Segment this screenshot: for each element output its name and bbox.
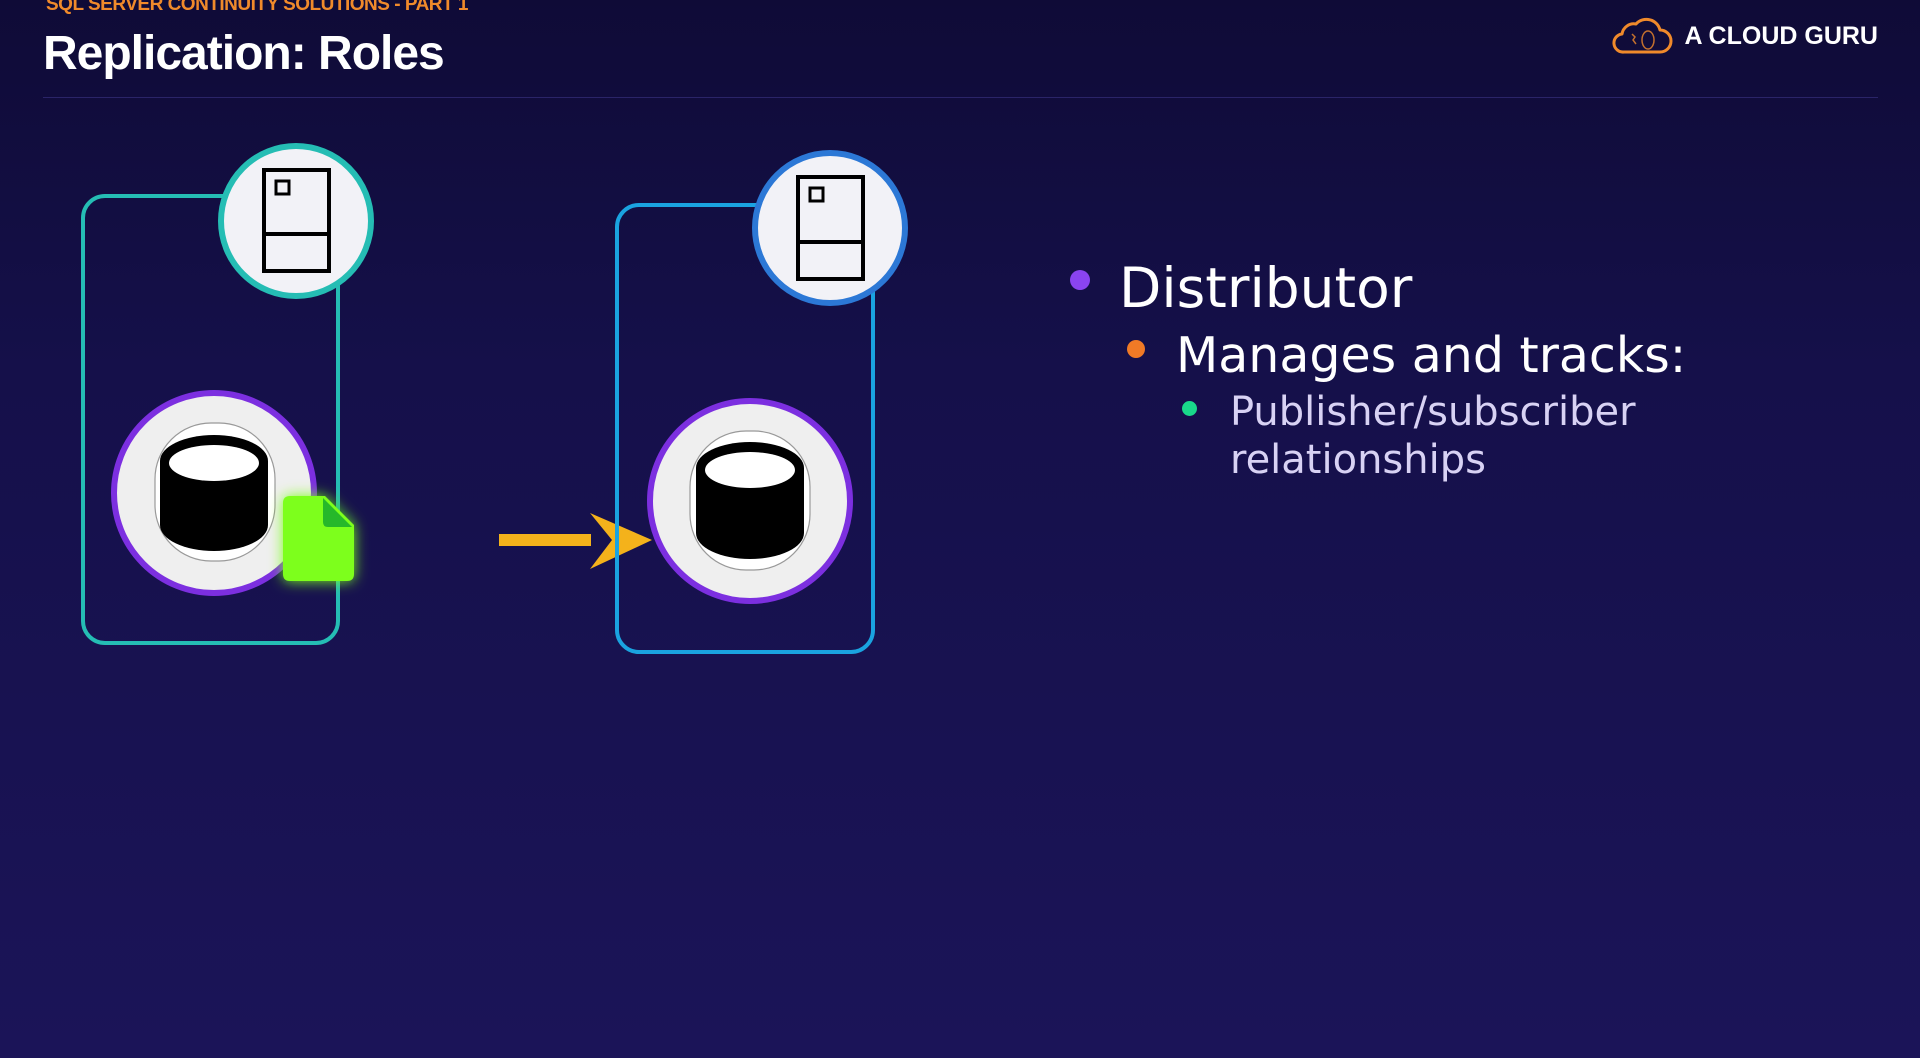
series-label: SQL SERVER CONTINUITY SOLUTIONS - PART 1 [46,0,468,15]
bullet-dot-orange [1127,340,1145,358]
replication-diagram [81,143,908,654]
distributor-node [615,150,908,654]
distributor-frame [615,203,875,654]
brand-logo: A CLOUD GURU [1610,16,1878,56]
arrow-right-icon [499,513,652,569]
bullet-level-3: Publisher/subscriber relationships [1171,388,1710,484]
cloud-icon [1612,17,1673,54]
publisher-frame [81,194,340,645]
bullet-dot-purple [1070,270,1090,290]
document-icon [283,496,354,581]
header-divider [43,97,1878,98]
bullet-text: Publisher/subscriber relationships [1230,389,1636,483]
slide-title: Replication: Roles [43,27,445,80]
bullet-dot-green [1182,401,1197,416]
publisher-node [81,143,374,645]
server-icon [218,143,374,299]
bullet-list: Distributor Manages and tracks: Publishe… [1060,250,1880,484]
database-icon [111,390,317,596]
brand-name: A CLOUD GURU [1684,21,1878,50]
bullet-level-1: Distributor [1060,250,1880,326]
bullet-text: Manages and tracks: [1176,327,1687,384]
bullet-text: Distributor [1119,256,1413,320]
server-icon [752,150,908,306]
bullet-level-2: Manages and tracks: [1116,326,1880,386]
database-icon [647,398,853,604]
